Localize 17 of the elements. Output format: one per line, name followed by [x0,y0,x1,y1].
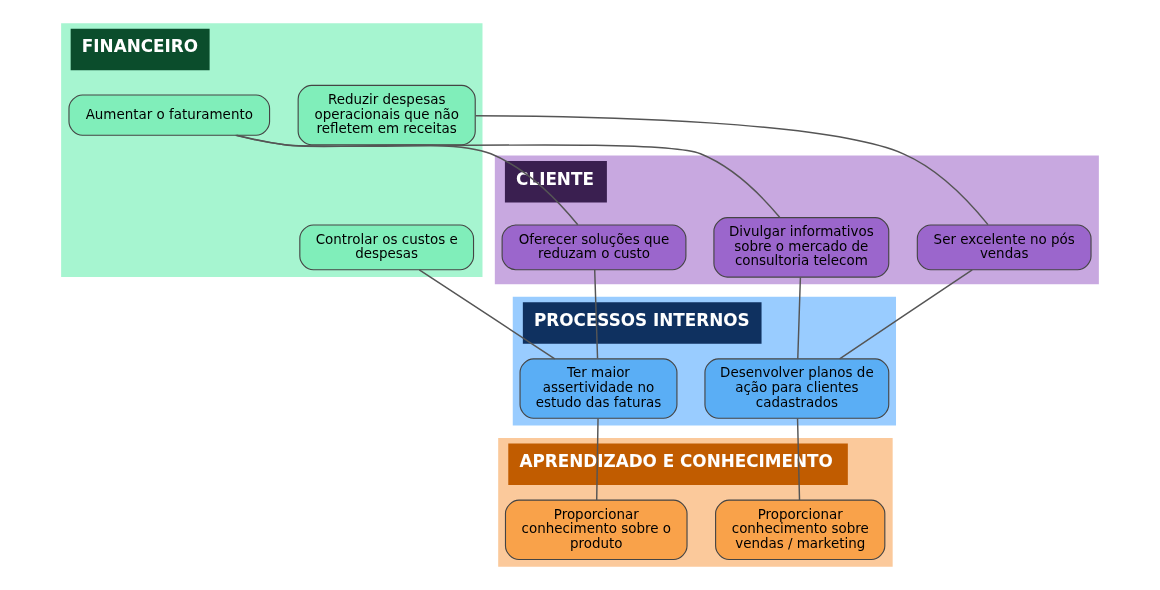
node-box: Oferecer soluções que reduzam o custo [501,224,687,271]
node-box: Proporcionar conhecimento sobre vendas / marketing [715,499,886,561]
connector [474,115,989,226]
connector [838,269,973,360]
node-box: Aumentar o faturamento [68,94,271,136]
node-box: Desenvolver planos de ação para clientes cadastrados [704,358,890,419]
node-box: Proporcionar conhecimento sobre o produto [504,499,688,561]
connector [796,417,801,501]
connector [797,276,802,360]
node-box: Reduzir despesas operacionais que não refletem em receitas [297,84,476,146]
node-box: Ser excelente no pós vendas [916,224,1092,271]
connector [593,269,599,360]
node-box: Ter maior assertividade no estudo das faturas [519,358,678,419]
connector [234,134,781,219]
connector [596,417,599,501]
node-box: Divulgar informativos sobre o mercado de consultoria telecom [713,217,890,278]
node-box: Controlar os custos e despesas [299,224,475,271]
